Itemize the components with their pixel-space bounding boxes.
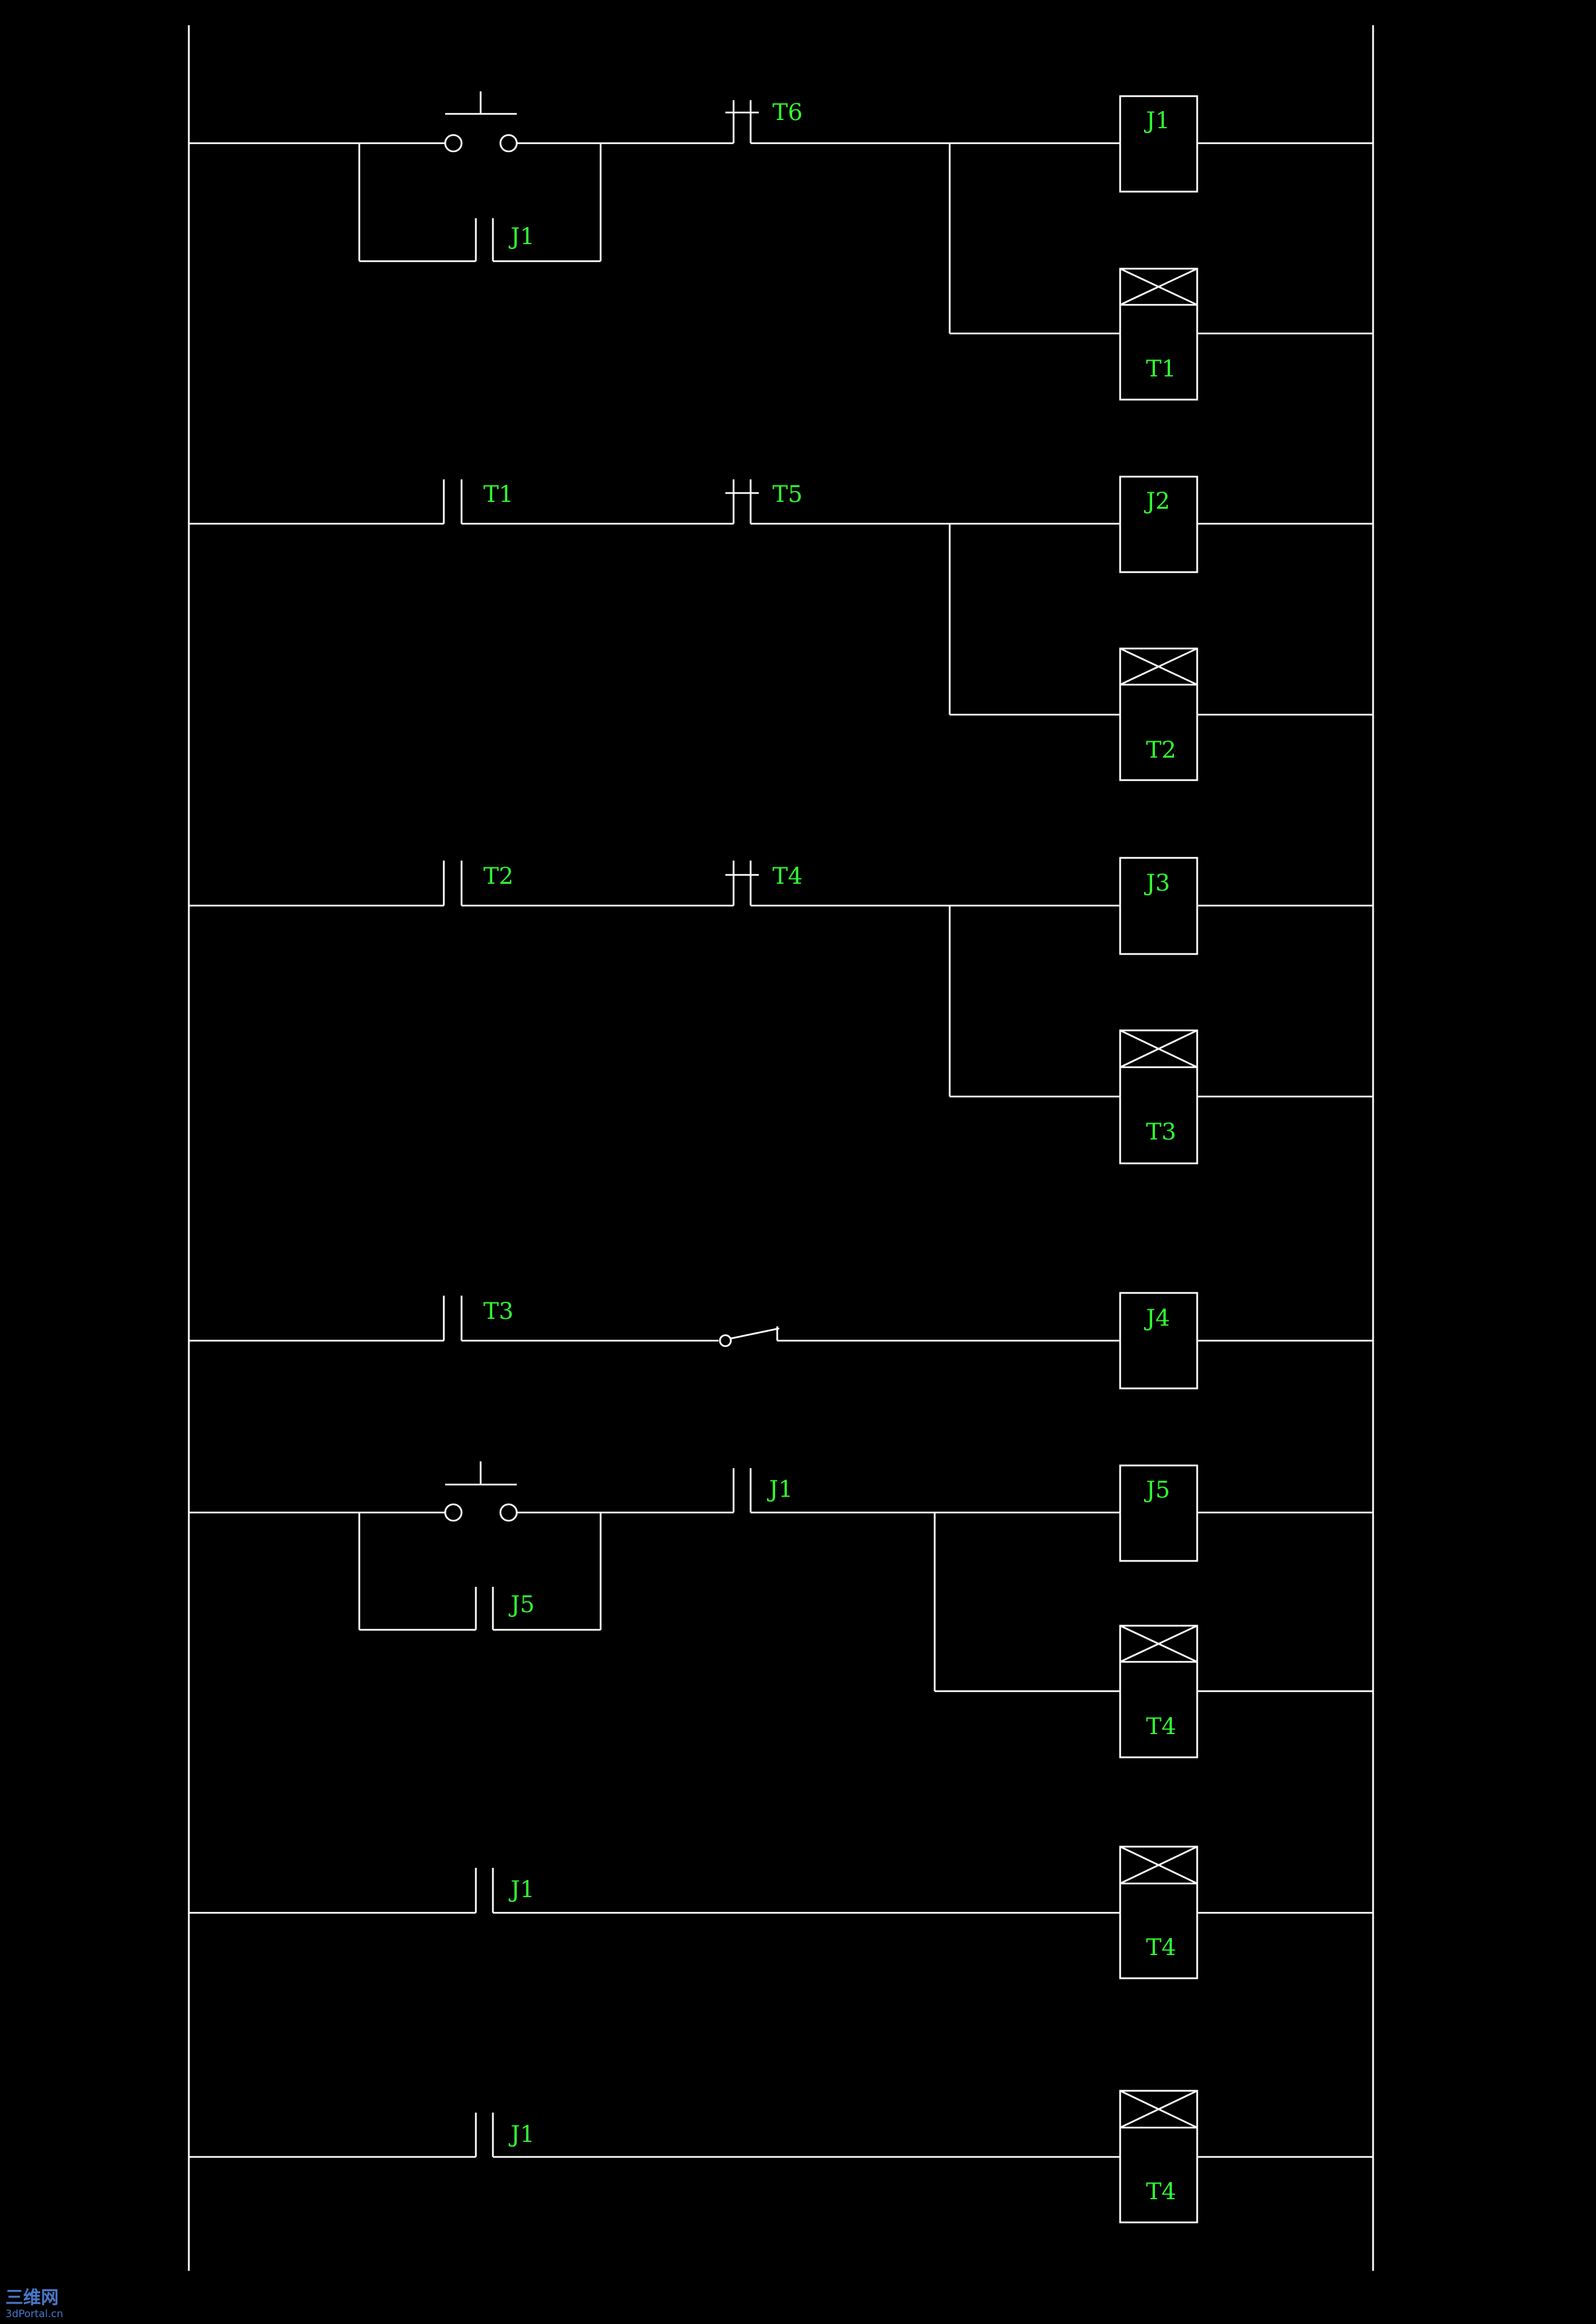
contact-label: T4 bbox=[772, 863, 802, 890]
rung-7: J1 T4 bbox=[189, 2089, 1373, 2224]
rung-2: T1 T5 J2 T2 bbox=[189, 475, 1373, 781]
no-contact: T3 bbox=[442, 1296, 513, 1341]
no-contact: J1 bbox=[475, 2113, 534, 2157]
watermark-logo: 三维网 3dPortal.cn bbox=[5, 2287, 63, 2320]
rung-4: T3 J4 bbox=[189, 1292, 1373, 1390]
coil-label: J3 bbox=[1144, 869, 1170, 897]
contact-label: J1 bbox=[767, 1476, 793, 1503]
no-contact: J1 bbox=[475, 1868, 534, 1913]
limit-switch bbox=[719, 1326, 780, 1347]
seal-in-contact: J5 bbox=[358, 1513, 602, 1631]
nc-contact: T5 bbox=[725, 479, 802, 524]
contact-label: T5 bbox=[772, 481, 802, 508]
rung-3: T2 T4 J3 T3 bbox=[189, 856, 1373, 1165]
relay-coil: J4 bbox=[1119, 1292, 1199, 1390]
no-contact: T1 bbox=[442, 479, 513, 524]
coil-label: J4 bbox=[1144, 1305, 1170, 1332]
nc-contact: T6 bbox=[725, 99, 802, 143]
timer-coil: T2 bbox=[1119, 647, 1199, 781]
contact-label: T6 bbox=[772, 99, 802, 126]
contact-label: T2 bbox=[483, 863, 513, 890]
contact-label: J5 bbox=[509, 1591, 534, 1618]
seal-in-contact: J1 bbox=[358, 143, 602, 263]
timer-label: T4 bbox=[1146, 2178, 1176, 2205]
contact-label: J1 bbox=[509, 1876, 534, 1903]
nc-contact: T4 bbox=[725, 861, 802, 906]
timer-label: T2 bbox=[1146, 736, 1176, 764]
timer-coil: T4 bbox=[1119, 1845, 1199, 1980]
svg-text:三维网: 三维网 bbox=[5, 2287, 59, 2308]
svg-text:3dPortal.cn: 3dPortal.cn bbox=[5, 2308, 63, 2320]
timer-label: T4 bbox=[1146, 1713, 1176, 1740]
rung-1: J1 T6 J1 T1 bbox=[189, 91, 1373, 401]
timer-label: T1 bbox=[1146, 355, 1176, 383]
start-pushbutton bbox=[444, 91, 518, 153]
contact-label: T1 bbox=[483, 481, 513, 508]
contact-label: J1 bbox=[509, 2121, 534, 2148]
rung-5: J5 J1 J5 T4 bbox=[189, 1461, 1373, 1759]
rung-6: J1 T4 bbox=[189, 1845, 1373, 1980]
contact-label: J1 bbox=[509, 223, 534, 250]
no-contact: J1 bbox=[732, 1468, 793, 1513]
timer-label: T3 bbox=[1146, 1118, 1176, 1146]
coil-label: J5 bbox=[1144, 1476, 1170, 1504]
no-contact: T2 bbox=[442, 861, 513, 906]
contact-label: T3 bbox=[483, 1298, 513, 1325]
timer-label: T4 bbox=[1146, 1934, 1176, 1961]
coil-label: J1 bbox=[1144, 107, 1170, 134]
coil-label: J2 bbox=[1144, 488, 1170, 515]
